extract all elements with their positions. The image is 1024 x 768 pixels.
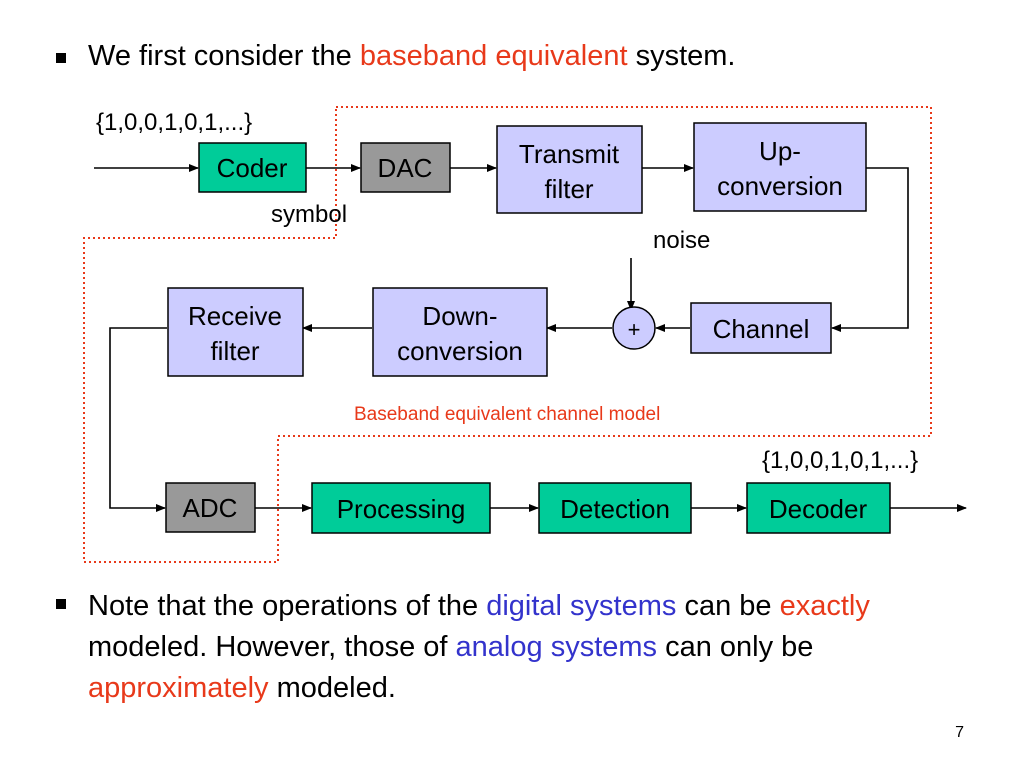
decoder-label: Decoder [769, 494, 868, 524]
baseband-region-label: Baseband equivalent channel model [354, 404, 660, 425]
up-conversion-label-2: conversion [717, 171, 843, 201]
adder-circle [612, 306, 656, 350]
receive-filter-block [167, 287, 304, 377]
square-bullet-icon [56, 53, 66, 63]
rx-to-adc-arrow [109, 327, 167, 512]
highlight-exactly: exactly [779, 590, 870, 622]
transmit-filter-block [496, 125, 643, 214]
page-number: 7 [955, 724, 964, 741]
bullet-1-text: We first consider the baseband equivalen… [88, 40, 736, 72]
input-bit-sequence: {1,0,0,1,0,1,...} [96, 109, 252, 136]
up-to-channel-arrow [831, 167, 909, 332]
connection-lines [94, 164, 967, 512]
channel-label: Channel [713, 314, 810, 344]
noise-label: noise [653, 227, 710, 254]
output-bit-sequence: {1,0,0,1,0,1,...} [762, 447, 918, 474]
highlight-approximately: approximately [88, 672, 269, 704]
down-conversion-label-2: conversion [397, 336, 523, 366]
down-conversion-label-1: Down- [422, 301, 497, 331]
receive-filter-label-2: filter [210, 336, 259, 366]
detection-block [538, 482, 692, 534]
bullet-2-text: Note that the operations of the digital … [88, 590, 870, 704]
down-conversion-block [372, 287, 548, 377]
up-conversion-label-1: Up- [759, 136, 801, 166]
dac-label: DAC [378, 153, 433, 183]
transmit-filter-label-2: filter [544, 174, 593, 204]
detection-label: Detection [560, 494, 670, 524]
highlight-baseband-equivalent: baseband equivalent [359, 40, 628, 72]
adc-block [165, 482, 256, 533]
square-bullet-icon [56, 599, 66, 609]
transmit-filter-label-1: Transmit [519, 139, 620, 169]
up-conversion-block [693, 122, 867, 212]
adc-label: ADC [183, 493, 238, 523]
highlight-analog-systems: analog systems [455, 631, 658, 663]
coder-label: Coder [217, 153, 288, 183]
decoder-block [746, 482, 891, 534]
processing-label: Processing [337, 494, 466, 524]
bullet-point-1: We first consider the baseband equivalen… [56, 40, 736, 73]
symbol-label: symbol [271, 201, 347, 228]
adder-symbol: + [628, 317, 641, 342]
receive-filter-label-1: Receive [188, 301, 282, 331]
coder-block [198, 142, 307, 193]
dac-block [360, 142, 451, 193]
highlight-digital-systems: digital systems [486, 590, 677, 622]
bullet-point-2: Note that the operations of the digital … [56, 586, 956, 709]
processing-block [311, 482, 491, 534]
channel-block [690, 302, 832, 354]
